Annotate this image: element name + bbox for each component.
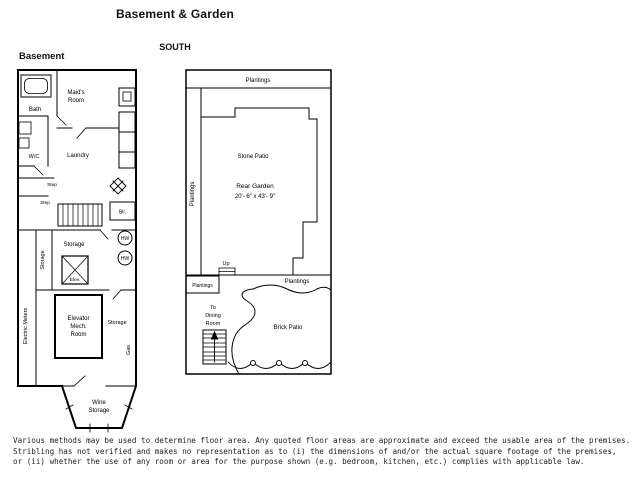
basement-room-labels: Bath Maid's Room W/C Laundry Step Step B… xyxy=(23,90,132,414)
maids-room-label-2: Room xyxy=(68,98,84,104)
up-steps xyxy=(218,267,236,276)
to-dining-label-1: To xyxy=(210,305,216,311)
plantings-box xyxy=(185,275,220,294)
utility-sink-fixture xyxy=(118,87,136,107)
laundry-label: Laundry xyxy=(67,153,89,159)
wine-storage-label-2: Storage xyxy=(88,408,110,414)
elevator-mech-label-3: Room xyxy=(70,332,86,338)
garden-bed-lines xyxy=(185,87,332,276)
stair-run xyxy=(57,203,103,227)
disclaimer-line-1: Various methods may be used to determine… xyxy=(13,436,631,445)
brick-patio-label: Brick Patio xyxy=(274,325,303,331)
rear-garden-label: Rear Garden xyxy=(236,183,274,190)
electric-meters-label: Electric Meters xyxy=(23,308,29,345)
storage-left-label: Storage xyxy=(40,250,46,269)
storage-center-label: Storage xyxy=(63,242,85,248)
garden-stairs xyxy=(202,329,227,365)
bath-label: Bath xyxy=(29,107,41,113)
basement-walls xyxy=(17,69,137,433)
elevator-abbrev-label: Elev. xyxy=(70,277,80,283)
basement-floor-plan: HW HW Bath Maid's Room W/C Laundry Step … xyxy=(17,69,137,433)
step-upper-label: Step xyxy=(47,182,57,188)
storage-right-label: Storage xyxy=(107,320,126,326)
basement-outer-wall xyxy=(17,69,137,429)
gas-label: Gas xyxy=(126,345,132,355)
elevator-mech-room-walls xyxy=(54,294,103,359)
stone-patio-outline xyxy=(200,107,318,276)
boiler-label: Blr. xyxy=(119,210,126,216)
elevator-mech-label-1: Elevator xyxy=(67,316,89,322)
plantings-box-label: Plantings xyxy=(192,283,213,289)
rear-garden-dimensions: 20'- 6" x 43'- 9" xyxy=(235,194,275,200)
door-swings xyxy=(33,115,122,387)
compass-south-label: SOUTH xyxy=(159,42,191,52)
hw-lower-label: HW xyxy=(121,256,130,262)
bathtub xyxy=(20,74,52,98)
boiler-room-box xyxy=(109,201,136,221)
page-title: Basement & Garden xyxy=(115,7,235,21)
elevator-mech-label-2: Mech. xyxy=(70,324,87,330)
disclaimer-line-2: Stribling has not verified and makes no … xyxy=(13,446,617,456)
disclaimer-block: Various methods may be used to determine… xyxy=(13,436,630,468)
plantings-left-label: Plantings xyxy=(190,182,196,207)
garden-labels: Plantings Plantings Stone Patio Rear Gar… xyxy=(190,78,309,331)
garden-floor-plan: Plantings Plantings Stone Patio Rear Gar… xyxy=(185,69,332,375)
garden-boundary-wall xyxy=(185,69,332,375)
stair-arrowhead xyxy=(210,330,219,340)
up-label: Up xyxy=(222,261,229,267)
step-lower-label: Step xyxy=(40,200,50,206)
laundry-appliances xyxy=(118,111,136,169)
hot-water-tank-lower: HW xyxy=(117,250,133,266)
to-dining-label-2: Dining xyxy=(205,313,221,319)
sink-fixture xyxy=(18,137,30,149)
brick-patio-outline xyxy=(231,284,332,375)
to-dining-label-3: Room xyxy=(206,321,221,327)
garden-posts xyxy=(250,360,308,366)
basement-interior-walls xyxy=(17,69,137,387)
wine-storage-label-1: Wine xyxy=(92,400,106,406)
hw-upper-label: HW xyxy=(121,236,130,242)
stone-patio-label: Stone Patio xyxy=(237,154,269,160)
hot-water-tank-upper: HW xyxy=(117,230,133,246)
disclaimer-line-3: or (ii) whether the use of any room or a… xyxy=(13,457,585,467)
toilet-fixture xyxy=(18,121,32,135)
plantings-mid-label: Plantings xyxy=(285,279,310,285)
floor-drain-symbol xyxy=(109,177,127,195)
maids-room-label-1: Maid's xyxy=(67,90,84,96)
elevator-shaft xyxy=(61,255,89,285)
basement-plan-title: Basement xyxy=(19,51,65,62)
bay-window-ticks xyxy=(65,404,133,433)
wc-label: W/C xyxy=(29,154,40,160)
plantings-top-label: Plantings xyxy=(246,78,271,84)
